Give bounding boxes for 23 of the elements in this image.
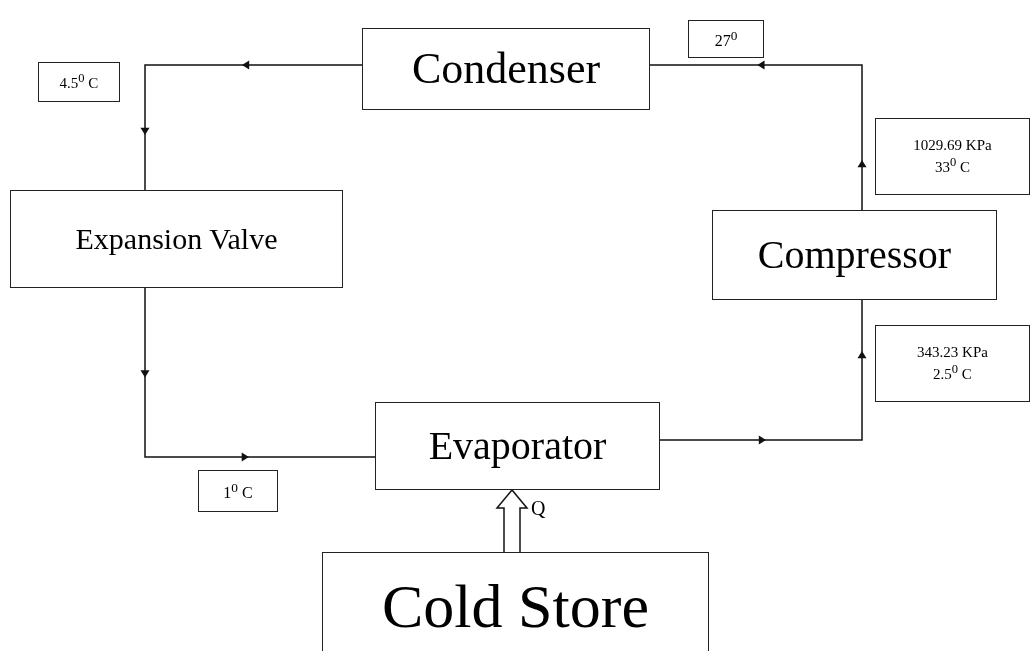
- component-box: [322, 552, 709, 651]
- value-box: [688, 20, 764, 58]
- value-text: 33$^{0}$ C: [935, 154, 970, 176]
- component-box: [362, 28, 650, 110]
- value-box: [875, 325, 1030, 402]
- value-box: [198, 470, 278, 512]
- component-label: Compressor: [757, 232, 952, 278]
- value-text: 4.5$^{0}$ C: [59, 71, 99, 93]
- component-box: [375, 402, 660, 490]
- value-text: 2.5$^{0}$ C: [933, 361, 972, 383]
- value-box: [875, 118, 1030, 195]
- value-text: 343.23 KPa: [917, 344, 988, 362]
- component-label: Evaporator: [428, 423, 607, 469]
- edge-label: Q: [530, 498, 547, 518]
- value-text: 27$^{0}$: [714, 27, 738, 51]
- component-label: Expansion Valve: [75, 221, 278, 257]
- component-box: [712, 210, 997, 300]
- value-text: 1029.69 KPa: [913, 137, 992, 155]
- value-box: [38, 62, 120, 102]
- component-box: [10, 190, 343, 288]
- value-text: 1$^{0}$ C: [223, 479, 253, 503]
- component-label: Cold Store: [382, 571, 649, 643]
- component-label: Condenser: [411, 43, 601, 95]
